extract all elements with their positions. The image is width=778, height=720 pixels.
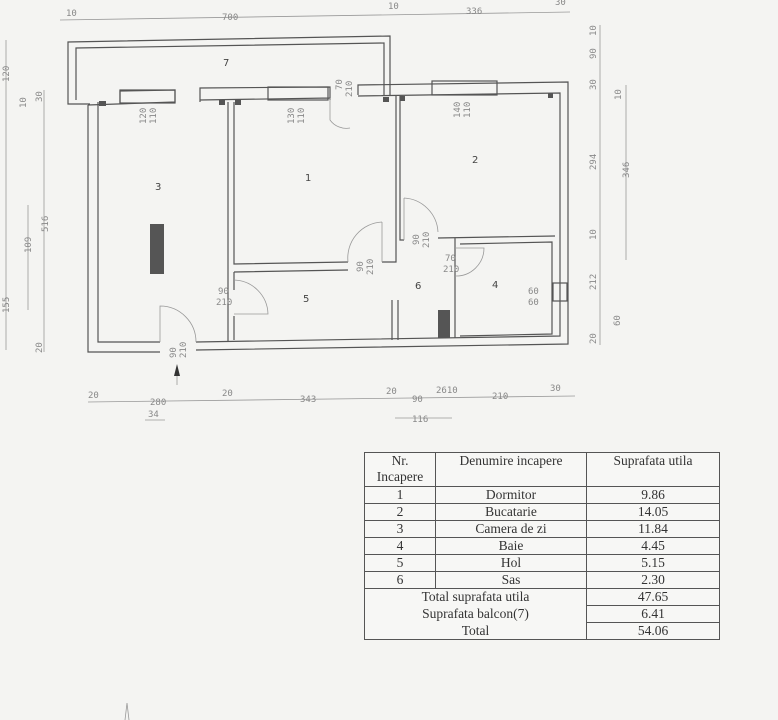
svg-text:155: 155 xyxy=(2,297,12,313)
outer-wall xyxy=(87,81,569,353)
svg-text:110: 110 xyxy=(463,102,473,118)
windows xyxy=(119,80,568,302)
svg-text:60: 60 xyxy=(613,315,623,326)
bottom-dimensions: 20 280 20 343 20 90 2610 210 30 34 116 xyxy=(88,384,561,425)
svg-text:20: 20 xyxy=(589,333,599,344)
door-swings xyxy=(159,98,485,343)
svg-text:120: 120 xyxy=(139,108,149,124)
duct-block xyxy=(438,310,450,338)
area-table: Nr.Incapere Denumire incapere Suprafata … xyxy=(364,452,720,640)
svg-text:2610: 2610 xyxy=(436,386,458,396)
svg-text:516: 516 xyxy=(41,216,51,232)
columns xyxy=(99,93,553,338)
svg-text:34: 34 xyxy=(148,410,159,420)
svg-text:90: 90 xyxy=(589,48,599,59)
svg-text:346: 346 xyxy=(622,162,632,178)
svg-text:210: 210 xyxy=(443,265,459,275)
room-label-6: 6 xyxy=(415,281,421,292)
header-nr-2: Incapere xyxy=(376,469,424,484)
svg-text:60: 60 xyxy=(528,298,539,308)
svg-text:343: 343 xyxy=(300,395,316,405)
right-dimensions: 10 90 30 10 294 346 10 212 20 60 xyxy=(589,25,632,344)
svg-text:336: 336 xyxy=(466,7,482,17)
svg-text:280: 280 xyxy=(150,398,166,408)
svg-text:30: 30 xyxy=(555,0,566,8)
svg-text:60: 60 xyxy=(528,287,539,297)
svg-text:120: 120 xyxy=(2,66,12,82)
svg-text:210: 210 xyxy=(345,81,355,97)
header-name: Denumire incapere xyxy=(435,452,587,487)
room-label-3: 3 xyxy=(155,182,161,193)
svg-text:130: 130 xyxy=(287,108,297,124)
left-dimensions: 120 10 30 516 109 155 20 xyxy=(2,66,51,353)
room-label-5: 5 xyxy=(303,294,309,305)
room-label-2: 2 xyxy=(472,155,478,166)
svg-text:90: 90 xyxy=(412,234,422,245)
room-label-4: 4 xyxy=(492,280,498,291)
svg-text:109: 109 xyxy=(24,237,34,253)
svg-text:30: 30 xyxy=(589,79,599,90)
svg-text:10: 10 xyxy=(589,25,599,36)
header-area: Suprafata utila xyxy=(586,452,720,487)
svg-text:30: 30 xyxy=(550,384,561,394)
svg-text:10: 10 xyxy=(589,229,599,240)
svg-text:20: 20 xyxy=(222,389,233,399)
svg-text:90: 90 xyxy=(412,395,423,405)
svg-text:20: 20 xyxy=(88,391,99,401)
svg-text:140: 140 xyxy=(453,102,463,118)
svg-text:20: 20 xyxy=(35,342,45,353)
window-labels: 120 110 130 110 140 110 60 60 xyxy=(139,102,539,308)
svg-text:30: 30 xyxy=(35,91,45,102)
svg-text:210: 210 xyxy=(422,232,432,248)
table-header: Nr.Incapere Denumire incapere Suprafata … xyxy=(364,452,720,487)
svg-text:210: 210 xyxy=(216,298,232,308)
svg-text:116: 116 xyxy=(412,415,428,425)
svg-text:110: 110 xyxy=(149,108,159,124)
balcony-wall xyxy=(67,35,391,105)
room-label-7: 7 xyxy=(223,58,229,69)
svg-text:90: 90 xyxy=(356,261,366,272)
svg-text:70: 70 xyxy=(445,254,456,264)
chimney-block xyxy=(150,224,164,274)
door-labels: 70 210 90 210 90 210 70 210 90 210 90 21… xyxy=(169,79,459,358)
svg-text:90: 90 xyxy=(218,287,229,297)
svg-text:210: 210 xyxy=(492,392,508,402)
svg-text:10: 10 xyxy=(66,9,77,19)
svg-text:20: 20 xyxy=(386,387,397,397)
top-dimensions: 10 700 10 336 30 xyxy=(66,0,566,23)
svg-text:294: 294 xyxy=(589,154,599,170)
svg-text:210: 210 xyxy=(366,259,376,275)
svg-text:110: 110 xyxy=(297,108,307,124)
interior-walls xyxy=(227,96,556,342)
svg-text:10: 10 xyxy=(388,2,399,12)
svg-text:10: 10 xyxy=(614,89,624,100)
svg-text:700: 700 xyxy=(222,13,238,23)
svg-text:70: 70 xyxy=(335,79,345,90)
balcony-row: Suprafata balcon(7)6.41 xyxy=(364,605,720,623)
svg-text:90: 90 xyxy=(169,347,179,358)
svg-text:10: 10 xyxy=(19,97,29,108)
svg-text:212: 212 xyxy=(589,274,599,290)
entrance-arrow-icon xyxy=(174,364,180,376)
dimension-lines xyxy=(5,11,627,421)
header-nr: Nr. xyxy=(391,453,409,468)
north-arrow-icon xyxy=(124,702,130,720)
room-label-1: 1 xyxy=(305,173,311,184)
svg-text:210: 210 xyxy=(179,342,189,358)
